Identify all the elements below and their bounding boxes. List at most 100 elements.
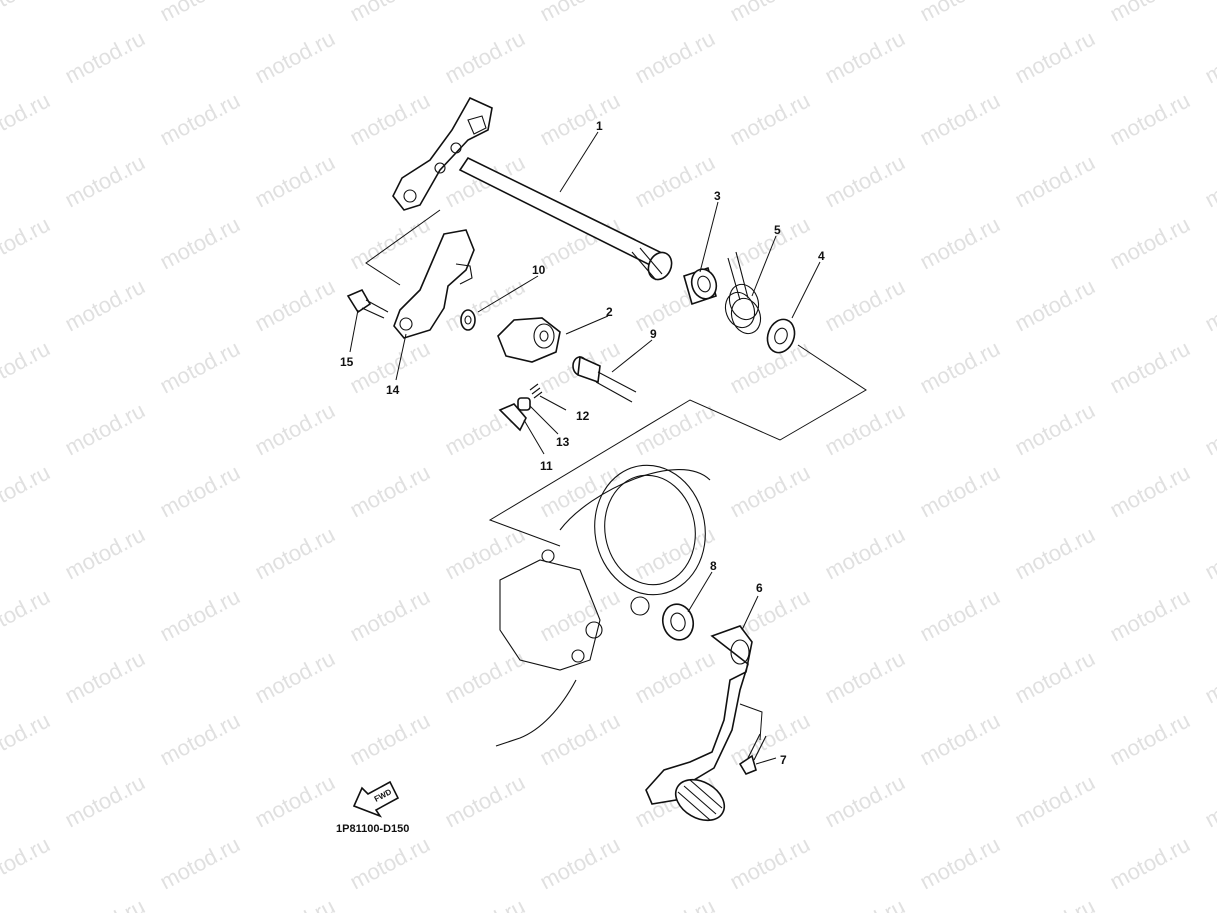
watermark-text: motod.ru — [1011, 398, 1099, 461]
watermark-text: motod.ru — [441, 894, 529, 913]
assembly-guide-lines — [365, 209, 867, 547]
callout-3: 3 — [714, 189, 721, 203]
watermark-text: motod.ru — [0, 832, 54, 895]
watermark-text: motod.ru — [156, 212, 244, 275]
watermark-text: motod.ru — [441, 646, 529, 709]
part-2-segment — [497, 317, 561, 363]
watermark-text: motod.ru — [536, 832, 624, 895]
part-13-pin — [517, 397, 531, 411]
part-11-stopper — [498, 403, 527, 432]
watermark-text: motod.ru — [61, 646, 149, 709]
watermark-text: motod.ru — [1201, 274, 1217, 337]
watermark-text: motod.ru — [726, 708, 814, 771]
callout-11: 11 — [540, 459, 553, 473]
watermark-text: motod.ru — [251, 398, 339, 461]
part-10-washer — [460, 309, 476, 331]
watermark-text: motod.ru — [1201, 522, 1217, 585]
watermark-text: motod.ru — [1201, 150, 1217, 213]
callout-10: 10 — [532, 263, 546, 277]
watermark-text: motod.ru — [346, 832, 434, 895]
watermark-text: motod.ru — [1011, 894, 1099, 913]
watermark-text: motod.ru — [1011, 522, 1099, 585]
watermark-text: motod.ru — [1201, 894, 1217, 913]
part-8-oil-seal — [661, 603, 695, 641]
watermark-text: motod.ru — [536, 88, 624, 151]
part-4-washer — [766, 318, 796, 354]
callout-2: 2 — [606, 305, 613, 319]
callout-7: 7 — [780, 753, 787, 767]
watermark-text: motod.ru — [251, 894, 339, 913]
watermark-text: motod.ru — [916, 460, 1004, 523]
callout-4: 4 — [818, 249, 825, 263]
watermark-text: motod.ru — [251, 150, 339, 213]
diagram-code: 1P81100-D150 — [336, 823, 409, 835]
watermark-text: motod.ru — [821, 398, 909, 461]
part-15-bolt — [346, 288, 389, 319]
watermark-text: motod.ru — [441, 26, 529, 89]
callout-5: 5 — [774, 223, 781, 237]
watermark-text: motod.ru — [441, 522, 529, 585]
callout-14: 14 — [386, 383, 400, 397]
watermark-text: motod.ru — [726, 0, 814, 26]
watermark-text: motod.ru — [1011, 770, 1099, 833]
watermark-text: motod.ru — [346, 584, 434, 647]
watermark-text: motod.ru — [156, 708, 244, 771]
watermark-text: motod.ru — [536, 0, 624, 26]
watermark-text: motod.ru — [156, 832, 244, 895]
watermark-text: motod.ru — [1106, 336, 1194, 399]
watermark-text: motod.ru — [156, 460, 244, 523]
watermark-text: motod.ru — [346, 708, 434, 771]
watermark-text: motod.ru — [726, 832, 814, 895]
watermark-text: motod.ru — [156, 584, 244, 647]
watermark-text: motod.ru — [1011, 26, 1099, 89]
callout-9: 9 — [650, 327, 657, 341]
fwd-arrow-icon: FWD — [352, 780, 400, 818]
watermark-text: motod.ru — [61, 150, 149, 213]
watermark-text: motod.ru — [1106, 460, 1194, 523]
watermark-text: motod.ru — [251, 646, 339, 709]
watermark-text: motod.ru — [1106, 0, 1194, 26]
watermark-text: motod.ru — [916, 88, 1004, 151]
callout-1: 1 — [596, 119, 603, 133]
watermark-text: motod.ru — [821, 150, 909, 213]
watermark-text: motod.ru — [61, 522, 149, 585]
watermark-text: motod.ru — [61, 894, 149, 913]
watermark-text: motod.ru — [1106, 584, 1194, 647]
part-3-collar — [683, 266, 718, 306]
watermark-text: motod.ru — [1011, 150, 1099, 213]
watermark-text: motod.ru — [346, 0, 434, 26]
part-9-pin-bolt — [572, 355, 637, 403]
part-1-shift-shaft — [392, 96, 673, 281]
watermark-text: motod.ru — [1106, 88, 1194, 151]
watermark-text: motod.ru — [916, 336, 1004, 399]
watermark-text: motod.ru — [726, 88, 814, 151]
watermark-text: motod.ru — [156, 0, 244, 26]
watermark-text: motod.ru — [726, 460, 814, 523]
watermark-text: motod.ru — [821, 274, 909, 337]
watermark-text: motod.ru — [61, 274, 149, 337]
part-14-stopper-lever — [393, 229, 475, 339]
watermark-text: motod.ru — [156, 88, 244, 151]
watermark-text: motod.ru — [0, 584, 54, 647]
watermark-text: motod.ru — [821, 646, 909, 709]
watermark-text: motod.ru — [1106, 708, 1194, 771]
watermark-text: motod.ru — [1201, 398, 1217, 461]
watermark-text: motod.ru — [1201, 646, 1217, 709]
watermark-text: motod.ru — [916, 0, 1004, 26]
callout-8: 8 — [710, 559, 717, 573]
watermark-text: motod.ru — [916, 212, 1004, 275]
watermark-text: motod.ru — [631, 26, 719, 89]
watermark-text: motod.ru — [251, 770, 339, 833]
watermark-text: motod.ru — [346, 460, 434, 523]
watermark-text: motod.ru — [916, 832, 1004, 895]
part-6-shift-pedal — [645, 625, 763, 822]
watermark-text: motod.ru — [821, 26, 909, 89]
watermark-text: motod.ru — [0, 212, 54, 275]
watermark-text: motod.ru — [916, 584, 1004, 647]
watermark-text: motod.ru — [1011, 274, 1099, 337]
watermark-text: motod.ru — [0, 336, 54, 399]
watermark-text: motod.ru — [536, 584, 624, 647]
watermark-text: motod.ru — [0, 88, 54, 151]
part-5-torsion-spring — [724, 251, 762, 335]
